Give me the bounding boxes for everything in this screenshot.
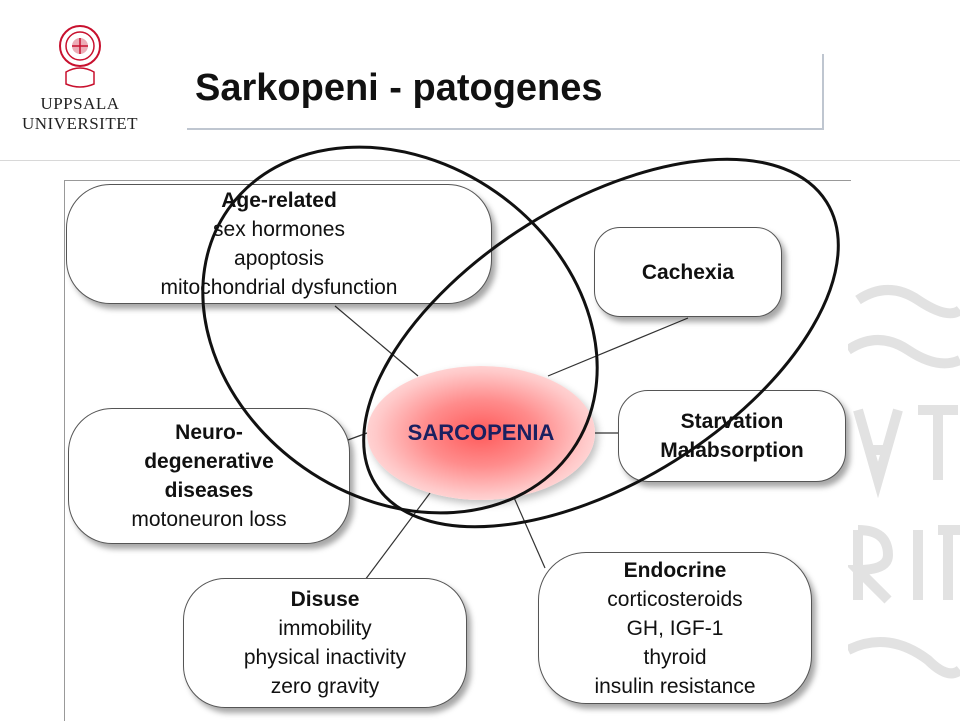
endocrine-line-4: insulin resistance bbox=[594, 674, 756, 698]
connector-age bbox=[334, 305, 419, 377]
connector-disuse bbox=[364, 492, 431, 581]
endocrine-line-3: thyroid bbox=[643, 645, 707, 669]
diagram-frame bbox=[64, 180, 851, 721]
box-age-related: Age-related sex hormones apoptosis mitoc… bbox=[66, 184, 492, 304]
neuro-heading-2: degenerative bbox=[144, 450, 274, 473]
endocrine-line-1: corticosteroids bbox=[607, 587, 743, 611]
age-related-grouping-oval bbox=[201, 145, 599, 515]
seal-watermark-icon bbox=[848, 285, 960, 679]
neuro-line-1: motoneuron loss bbox=[131, 508, 287, 531]
uppsala-seal-icon bbox=[59, 25, 101, 88]
endocrine-heading: Endocrine bbox=[623, 558, 727, 582]
box-neurodegenerative: Neuro- degenerative diseases motoneuron … bbox=[68, 408, 350, 544]
box-cachexia: Cachexia bbox=[594, 227, 782, 317]
header-divider bbox=[0, 160, 960, 161]
age-related-line-1: sex hormones bbox=[213, 218, 345, 241]
title-box: Sarkopeni - patogenes bbox=[187, 54, 824, 130]
box-starvation: Starvation Malabsorption bbox=[618, 390, 846, 482]
neuro-heading-1: Neuro- bbox=[175, 421, 243, 444]
box-endocrine: Endocrine corticosteroids GH, IGF-1 thyr… bbox=[538, 552, 812, 704]
disuse-line-1: immobility bbox=[278, 617, 372, 640]
age-related-heading: Age-related bbox=[221, 189, 337, 212]
logo-line-2: UNIVERSITET bbox=[22, 114, 138, 133]
connector-cachexia bbox=[547, 317, 689, 377]
box-disuse: Disuse immobility physical inactivity ze… bbox=[183, 578, 467, 708]
cachexia-grouping-oval bbox=[362, 157, 840, 529]
age-related-line-3: mitochondrial dysfunction bbox=[160, 276, 398, 299]
disuse-heading: Disuse bbox=[290, 588, 360, 611]
disuse-line-2: physical inactivity bbox=[243, 646, 407, 669]
university-logo: UPPSALA UNIVERSITET bbox=[20, 18, 140, 138]
connector-endocrine bbox=[511, 492, 546, 569]
logo-line-1: UPPSALA bbox=[40, 94, 120, 113]
endocrine-line-2: GH, IGF-1 bbox=[626, 616, 724, 640]
neuro-heading-3: diseases bbox=[164, 479, 254, 502]
age-related-line-2: apoptosis bbox=[234, 247, 324, 270]
slide-title: Sarkopeni - patogenes bbox=[195, 67, 603, 109]
sarcopenia-center-node: SARCOPENIA bbox=[367, 366, 595, 500]
starvation-heading-2: Malabsorption bbox=[660, 439, 804, 462]
starvation-heading-1: Starvation bbox=[680, 410, 784, 433]
cachexia-heading: Cachexia bbox=[641, 260, 735, 284]
disuse-line-3: zero gravity bbox=[270, 675, 380, 698]
